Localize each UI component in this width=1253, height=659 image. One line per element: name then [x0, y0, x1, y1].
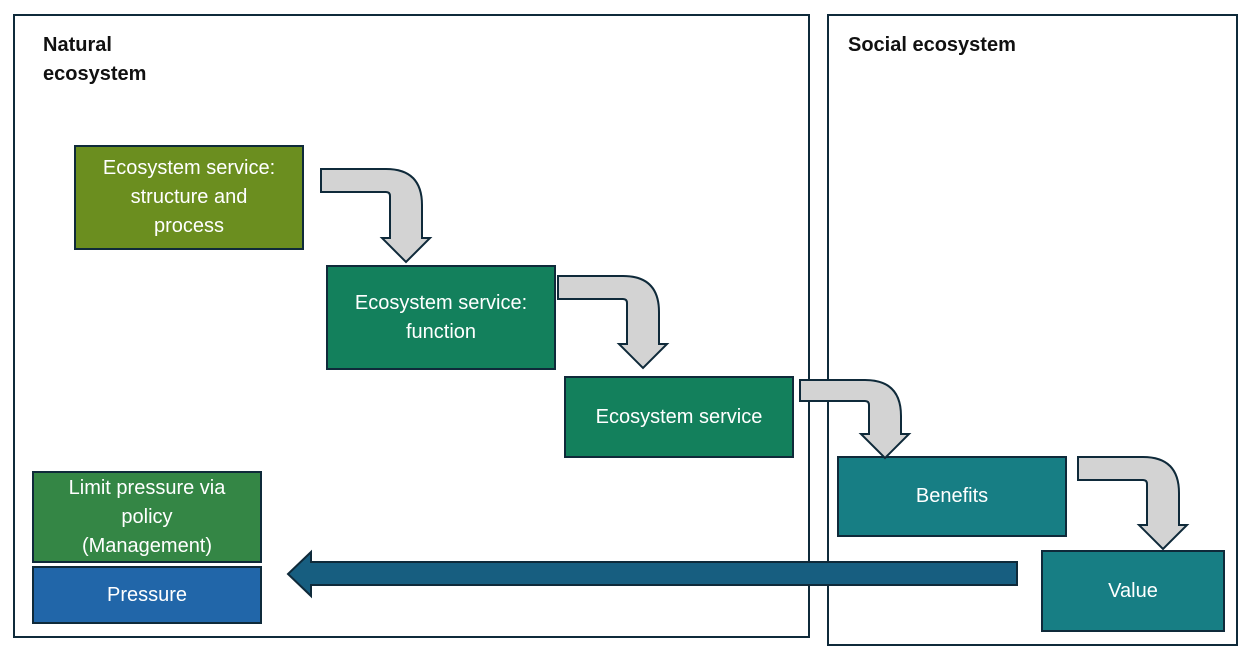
ecosystem-service-box: Ecosystem service: [564, 376, 794, 458]
value-box: Value: [1041, 550, 1225, 632]
structure-process-box: Ecosystem service: structure and process: [74, 145, 304, 250]
benefits-box: Benefits: [837, 456, 1067, 537]
management-box: Limit pressure via policy (Management): [32, 471, 262, 563]
function-box: Ecosystem service: function: [326, 265, 556, 370]
flow-arrow-service-to-benefits: [799, 379, 912, 460]
natural-ecosystem-title: Natural ecosystem: [43, 34, 147, 85]
flow-arrow-structure-to-function: [320, 168, 433, 264]
flow-arrow-function-to-service: [557, 275, 670, 370]
social-ecosystem-frame: [827, 14, 1238, 646]
natural-ecosystem-frame: [13, 14, 810, 638]
pressure-box: Pressure: [32, 566, 262, 624]
flow-arrow-benefits-to-value: [1077, 456, 1190, 551]
feedback-arrow: [286, 549, 1018, 599]
social-ecosystem-title: Social ecosystem: [848, 34, 1016, 56]
